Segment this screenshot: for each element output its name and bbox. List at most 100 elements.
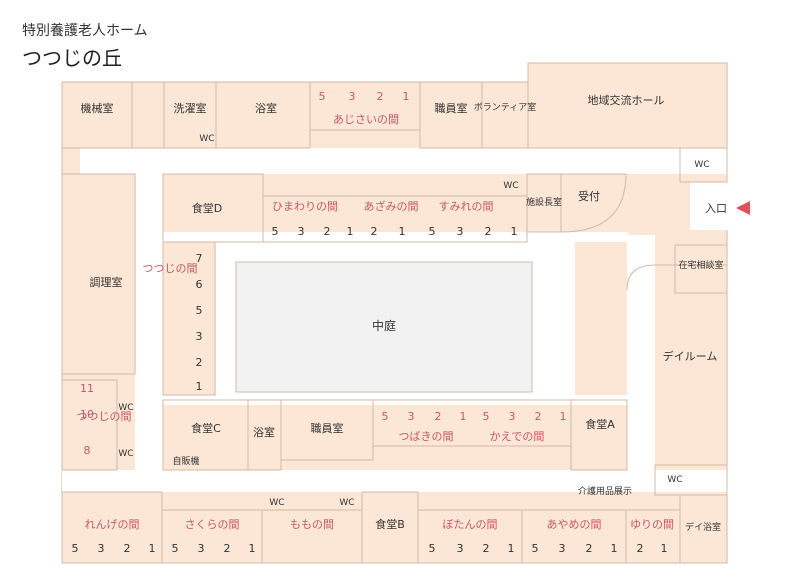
tsutsuji2-numbers: 11 10 8: [80, 382, 94, 457]
label-shokuin-1: 職員室: [435, 101, 468, 115]
room-number: 1: [403, 90, 410, 103]
label-wc-right: WC: [694, 160, 709, 170]
dwing-numbers: 5 3 2 1 2 1 5 3 2 1: [272, 225, 518, 238]
room-number: 2: [224, 542, 231, 555]
label-kaede: かえでの間: [490, 430, 545, 443]
label-wc-top: WC: [199, 134, 214, 144]
room-number: 5: [72, 542, 79, 555]
label-tsutsuji-2: つつじの間: [77, 410, 132, 423]
room-shokudo-a: [570, 399, 628, 471]
room-number: 1: [196, 380, 203, 393]
label-wc-day: WC: [667, 475, 682, 485]
room-number: 2: [435, 410, 442, 423]
room-chotei: [61, 173, 136, 375]
label-jihanki: 自販機: [172, 455, 199, 467]
label-wc-b1: WC: [269, 498, 284, 508]
room-number: 2: [483, 542, 490, 555]
room-number: 1: [347, 225, 354, 238]
label-yokushitsu-1: 浴室: [255, 101, 277, 115]
label-shokudo-a: 食堂A: [585, 417, 615, 431]
room-number: 3: [298, 225, 305, 238]
room-number: 1: [661, 542, 668, 555]
corridor-north: [80, 148, 730, 174]
corridor-south: [62, 470, 727, 492]
label-azami: あざみの間: [364, 199, 419, 213]
room-number: 2: [637, 542, 644, 555]
cwing-numbers: 5 3 2 1 5 3 2 1: [382, 410, 567, 423]
room-number: 2: [586, 542, 593, 555]
facility-type: 特別養護老人ホーム: [22, 23, 148, 39]
room-number: 2: [124, 542, 131, 555]
label-chotei: 調理室: [90, 275, 123, 289]
label-shokuin-2: 職員室: [311, 421, 344, 435]
label-sakura: さくらの間: [185, 518, 240, 531]
room-yuri: [625, 509, 681, 564]
room-number: 3: [196, 330, 203, 343]
label-ayame: あやめの間: [547, 518, 602, 531]
label-sumire: すみれの間: [439, 200, 494, 213]
room-number: 3: [509, 410, 516, 423]
room-number: 5: [429, 542, 436, 555]
room-number: 3: [349, 90, 356, 103]
room-number: 5: [483, 410, 490, 423]
room-wc-right: [679, 147, 728, 183]
label-uketsuke: 受付: [578, 190, 600, 203]
room-number: 2: [371, 225, 378, 238]
label-volunteer: ボランティア室: [474, 101, 536, 113]
room-tsutsuji-2: [61, 379, 118, 471]
label-sentaku: 洗濯室: [174, 101, 207, 115]
room-number: 5: [532, 542, 539, 555]
label-renge: れんげの間: [85, 518, 140, 531]
label-shokudo-d: 食堂D: [192, 201, 222, 215]
room-number: 7: [196, 252, 203, 265]
label-tsubaki: つばきの間: [399, 430, 454, 443]
label-chiiki-hall: 地域交流ホール: [588, 93, 665, 107]
room-number: 3: [198, 542, 205, 555]
label-botan: ぼたんの間: [443, 518, 498, 531]
room-day-room: [626, 264, 728, 470]
label-kaigo: 介護用品展示: [578, 485, 632, 497]
room-number: 1: [511, 225, 518, 238]
room-number: 2: [324, 225, 331, 238]
corridor-east: [627, 235, 655, 475]
label-zaitaku: 在宅相談室: [678, 259, 723, 271]
tsutsuji-col-numbers: 7 6 5 3 2 1: [196, 252, 203, 393]
label-wc-b2: WC: [339, 498, 354, 508]
room-number: 10: [80, 408, 94, 421]
label-shokudo-b: 食堂B: [375, 517, 405, 531]
corridor-west-inner: [135, 170, 163, 470]
label-yokushitsu-2: 浴室: [253, 425, 275, 439]
room-number: 3: [98, 542, 105, 555]
entrance-arrow-icon: [736, 201, 750, 215]
room-number: 5: [196, 304, 203, 317]
label-shisetsucho: 施設長室: [526, 196, 562, 208]
room-number: 5: [319, 90, 326, 103]
room-number: 11: [80, 382, 94, 395]
room-number: 8: [84, 444, 91, 457]
room-number: 5: [429, 225, 436, 238]
room-number: 1: [399, 225, 406, 238]
facility-name: つつじの丘: [22, 46, 122, 70]
room-number: 1: [508, 542, 515, 555]
room-number: 1: [460, 410, 467, 423]
label-tsutsuji-v: つつじの間: [143, 262, 198, 275]
corridor-mid-n: [163, 232, 628, 242]
room-number: 6: [196, 278, 203, 291]
room-number: 1: [611, 542, 618, 555]
label-kikaishitsu: 機械室: [81, 101, 114, 115]
label-nakaniwa: 中庭: [372, 318, 396, 333]
room-number: 2: [196, 356, 203, 369]
label-entrance: 入口: [705, 202, 727, 215]
courtyard: [235, 261, 533, 393]
label-himawari: ひまわりの間: [272, 200, 338, 213]
label-day-room: デイルーム: [663, 349, 718, 363]
label-ajisai: あじさいの間: [333, 113, 399, 126]
entrance-gap: [690, 182, 730, 230]
room-uketsuke: [560, 173, 627, 233]
room-number: 1: [149, 542, 156, 555]
room-number: 3: [457, 542, 464, 555]
room-number: 3: [408, 410, 415, 423]
room-chiiki-hall: [527, 62, 728, 149]
room-number: 1: [249, 542, 256, 555]
